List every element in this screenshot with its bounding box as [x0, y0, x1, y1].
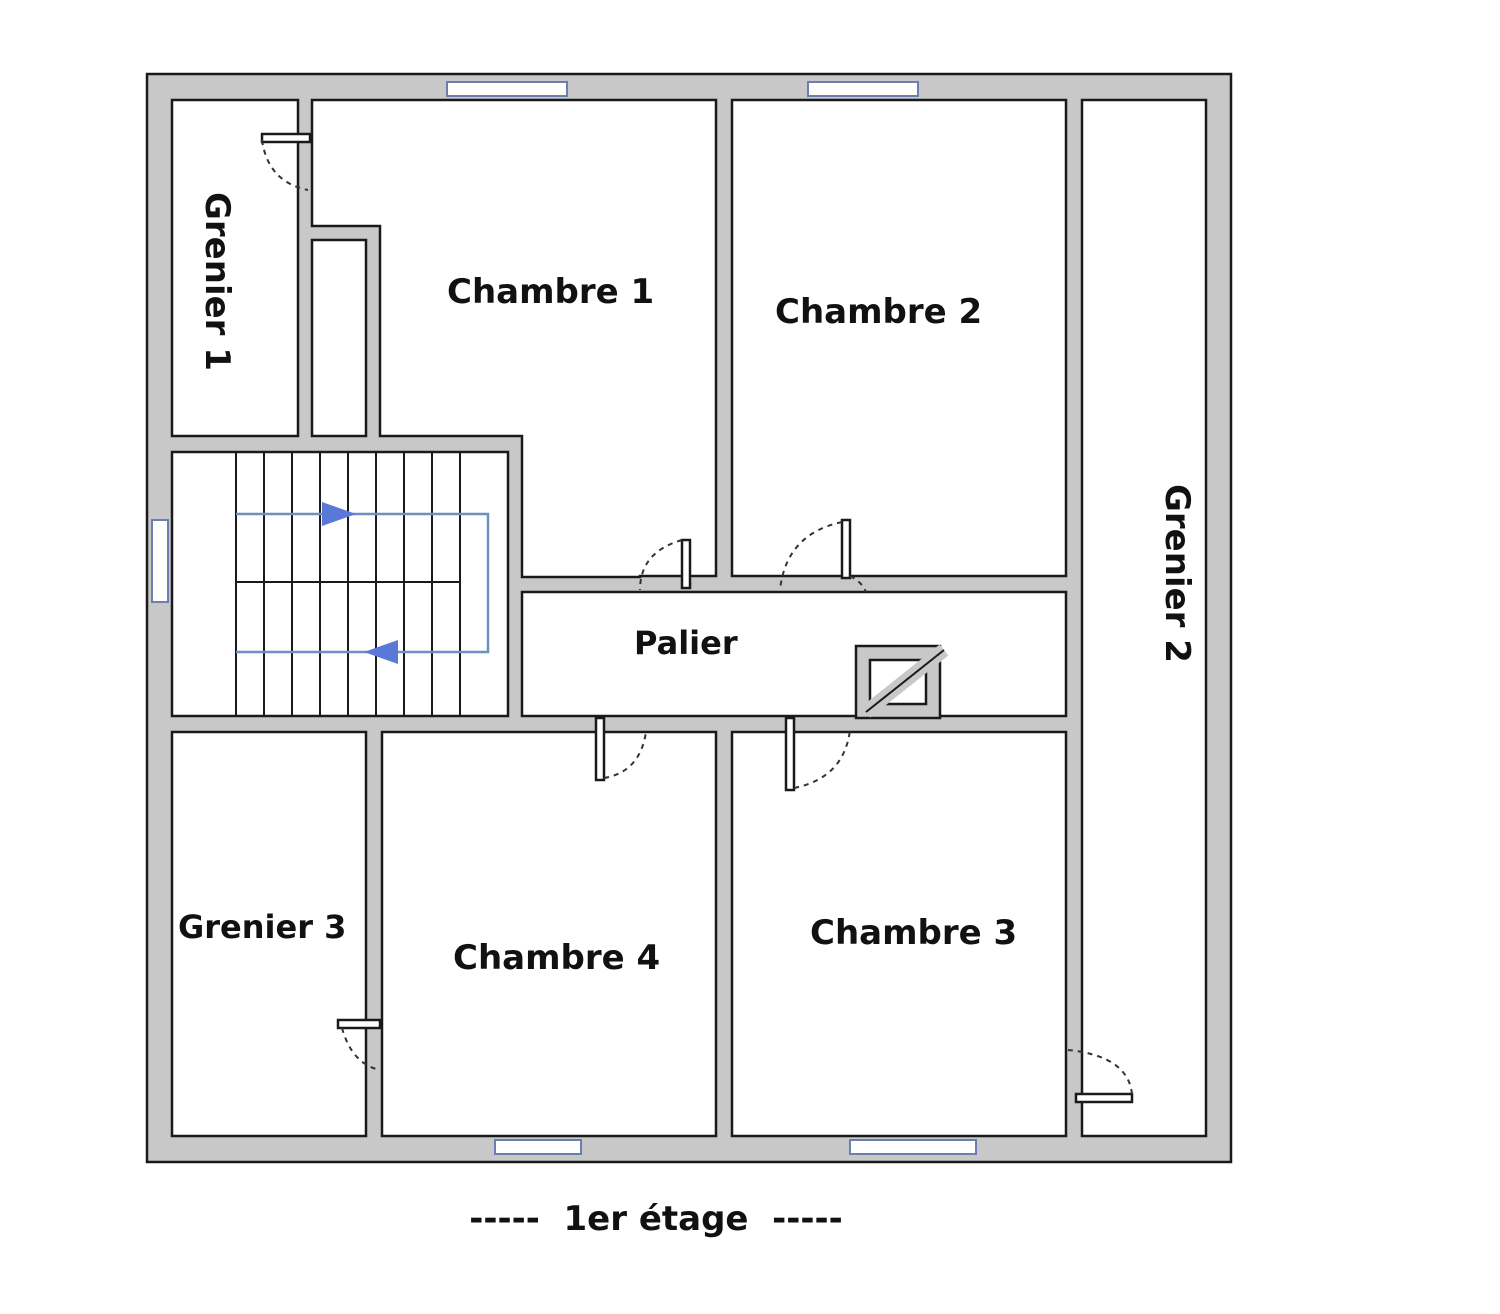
window-left — [151, 519, 169, 603]
room-palier — [520, 590, 1068, 718]
door-chambre-4 — [594, 716, 606, 782]
door-chambre-1 — [680, 538, 692, 590]
room-chambre-4 — [380, 730, 718, 1138]
door-grenier-2 — [1074, 1092, 1134, 1104]
room-chambre-1 — [310, 98, 718, 579]
stair-treads — [235, 452, 461, 716]
door-grenier-1 — [260, 132, 312, 144]
room-grenier-3 — [170, 730, 368, 1138]
stair-direction-path — [236, 512, 490, 654]
stairwell — [170, 450, 510, 718]
stair-arrow-left-icon — [364, 640, 398, 664]
label-grenier-1: Grenier 1 — [197, 192, 237, 371]
closet — [310, 238, 368, 438]
door-grenier-3 — [336, 1018, 382, 1030]
window-bottom-2 — [849, 1139, 977, 1155]
window-top-2 — [807, 81, 919, 97]
window-top-1 — [446, 81, 568, 97]
window-bottom-1 — [494, 1139, 582, 1155]
label-grenier-2: Grenier 2 — [1157, 484, 1197, 663]
room-grenier-1 — [170, 98, 300, 438]
floor-caption: ----- 1er étage ----- — [469, 1199, 842, 1239]
label-chambre-1: Chambre 1 — [447, 272, 654, 312]
stair-arrow-right-icon — [322, 502, 356, 526]
door-chambre-2 — [840, 518, 852, 580]
label-chambre-2: Chambre 2 — [775, 292, 982, 332]
label-chambre-3: Chambre 3 — [810, 913, 1017, 953]
room-chambre-2 — [730, 98, 1068, 578]
door-chambre-3 — [784, 716, 796, 792]
label-grenier-3: Grenier 3 — [178, 908, 346, 946]
label-chambre-4: Chambre 4 — [453, 938, 660, 978]
label-palier: Palier — [634, 624, 738, 662]
room-chambre-3 — [730, 730, 1068, 1138]
room-grenier-2 — [1080, 98, 1208, 1138]
